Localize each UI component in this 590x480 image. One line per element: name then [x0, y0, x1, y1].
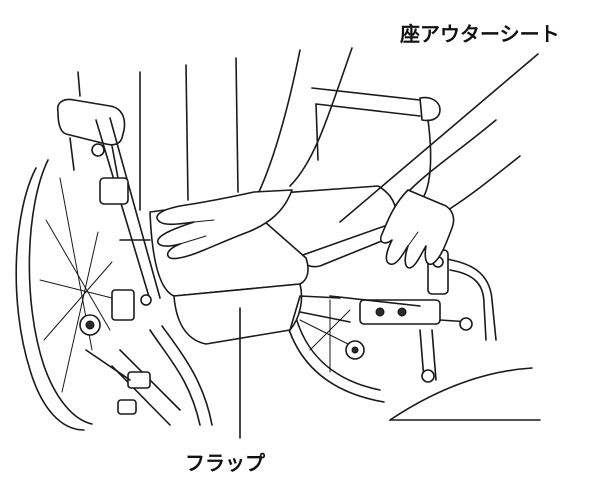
backrest [77, 57, 239, 211]
right-armrest [311, 87, 441, 197]
left-wheel [15, 159, 121, 431]
right-hand [379, 119, 521, 269]
right-frame [299, 249, 541, 421]
left-armrest [56, 98, 126, 179]
left-hand [156, 47, 353, 260]
flap-label: フラップ [185, 451, 265, 475]
seat-sheet-leader-line [339, 53, 539, 223]
left-frame [85, 117, 213, 426]
seat-outer-sheet-label: 座アウターシート [400, 22, 560, 46]
